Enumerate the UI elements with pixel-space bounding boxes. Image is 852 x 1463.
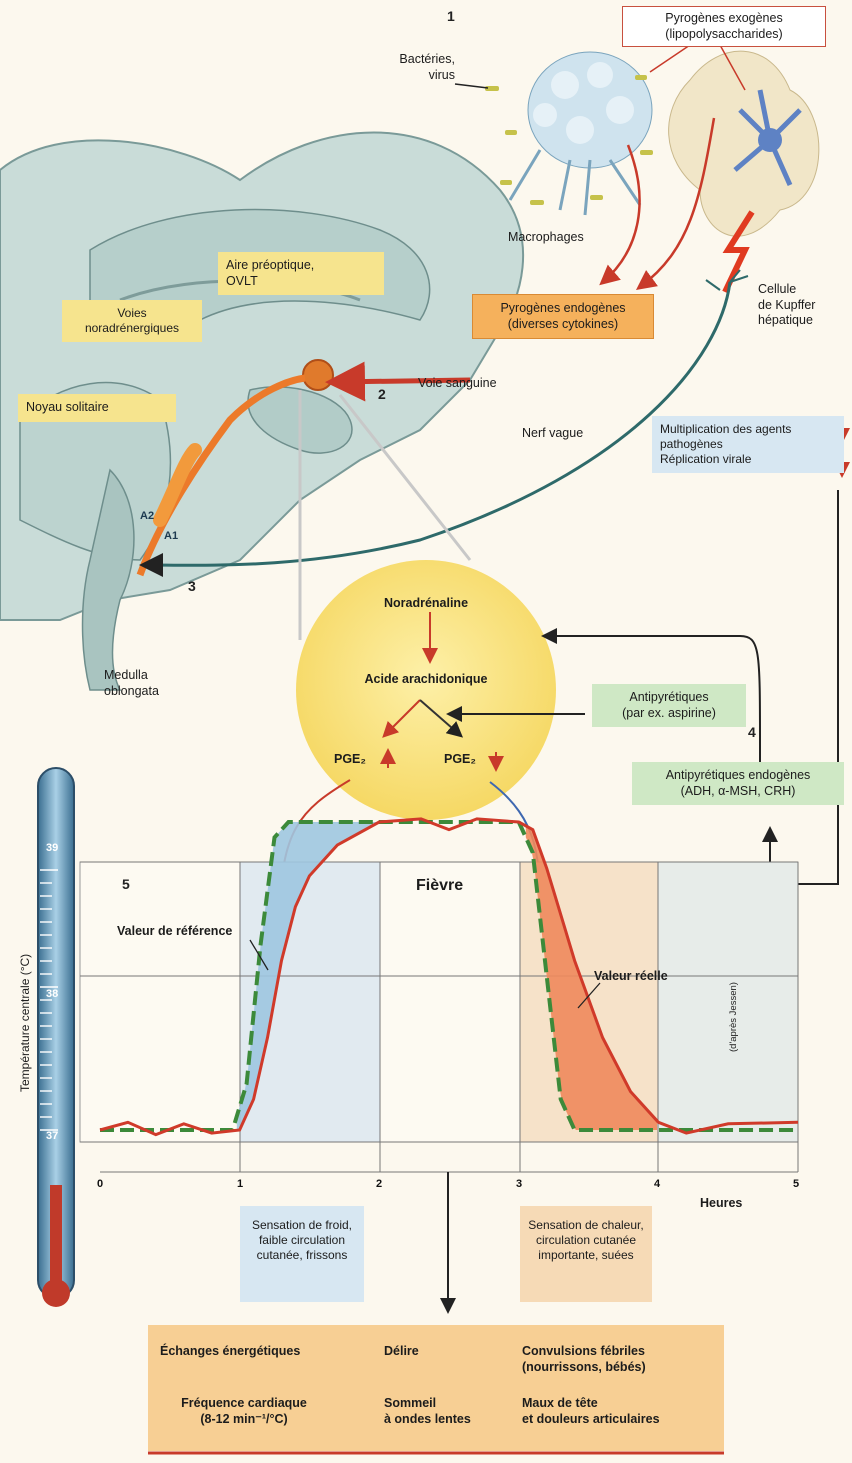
medulla-label: Medulla oblongata (104, 668, 159, 699)
solitary-nucleus-box: Noyau solitaire (18, 394, 176, 422)
step-number-4: 4 (748, 724, 756, 740)
a2-label: A2 (140, 510, 154, 524)
headache-label: Maux de tête et douleurs articulaires (522, 1396, 660, 1427)
kupffer-cell-label: Cellule de Kupffer hépatique (758, 282, 815, 329)
heat-sensation-box: Sensation de chaleur, circulation cutané… (520, 1206, 652, 1302)
step-number-1: 1 (447, 8, 455, 24)
source-credit-label: (d'après Jessen) (728, 982, 740, 1052)
noradrenergic-pathways-box: Voies noradrénergiques (62, 300, 202, 342)
heart-rate-label: Fréquence cardiaque (8-12 min⁻¹/°C) (164, 1396, 324, 1427)
reference-value-label: Valeur de référence (117, 924, 232, 940)
endogenous-antipyretics-box: Antipyrétiques endogènes (ADH, α-MSH, CR… (632, 762, 844, 805)
y-tick-37: 37 (46, 1130, 58, 1142)
x-tick-1: 1 (237, 1178, 243, 1190)
febrile-convulsions-label: Convulsions fébriles (nourrissons, bébés… (522, 1344, 646, 1375)
arachidonic-acid-label: Acide arachidonique (336, 672, 516, 688)
x-tick-5: 5 (793, 1178, 799, 1190)
exogenous-pyrogens-box: Pyrogènes exogènes (lipopolysaccharides) (622, 6, 826, 47)
step-number-2: 2 (378, 386, 386, 402)
cold-sensation-box: Sensation de froid, faible circulation c… (240, 1206, 364, 1302)
slow-wave-sleep-label: Sommeil à ondes lentes (384, 1396, 471, 1427)
vagus-nerve-label: Nerf vague (522, 426, 583, 442)
energy-exchange-label: Échanges énergétiques (160, 1344, 300, 1360)
graph-title: Fièvre (416, 876, 463, 896)
bacteria-label: Bactéries, virus (375, 52, 455, 83)
x-tick-2: 2 (376, 1178, 382, 1190)
x-axis-label: Heures (700, 1196, 742, 1212)
x-tick-4: 4 (654, 1178, 660, 1190)
x-tick-3: 3 (516, 1178, 522, 1190)
pge2-decrease-label: PGE₂ (444, 752, 476, 768)
pge2-increase-label: PGE₂ (334, 752, 366, 768)
y-tick-38: 38 (46, 988, 58, 1000)
y-tick-39: 39 (46, 842, 58, 854)
x-tick-0: 0 (97, 1178, 103, 1190)
macrophages-label: Macrophages (508, 230, 584, 246)
a1-label: A1 (164, 530, 178, 544)
pathogen-multiplication-box: Multiplication des agents pathogènes Rép… (652, 416, 844, 473)
step-number-5: 5 (122, 876, 130, 892)
antipyretics-box: Antipyrétiques (par ex. aspirine) (592, 684, 746, 727)
delirium-label: Délire (384, 1344, 419, 1360)
preoptic-area-box: Aire préoptique, OVLT (218, 252, 384, 295)
step-number-3: 3 (188, 578, 196, 594)
noradrenaline-label: Noradrénaline (346, 596, 506, 612)
endogenous-pyrogens-box: Pyrogènes endogènes (diverses cytokines) (472, 294, 654, 339)
actual-value-label: Valeur réelle (594, 969, 668, 985)
y-axis-label: Température centrale (°C) (18, 954, 33, 1092)
blood-route-label: Voie sanguine (418, 376, 497, 392)
